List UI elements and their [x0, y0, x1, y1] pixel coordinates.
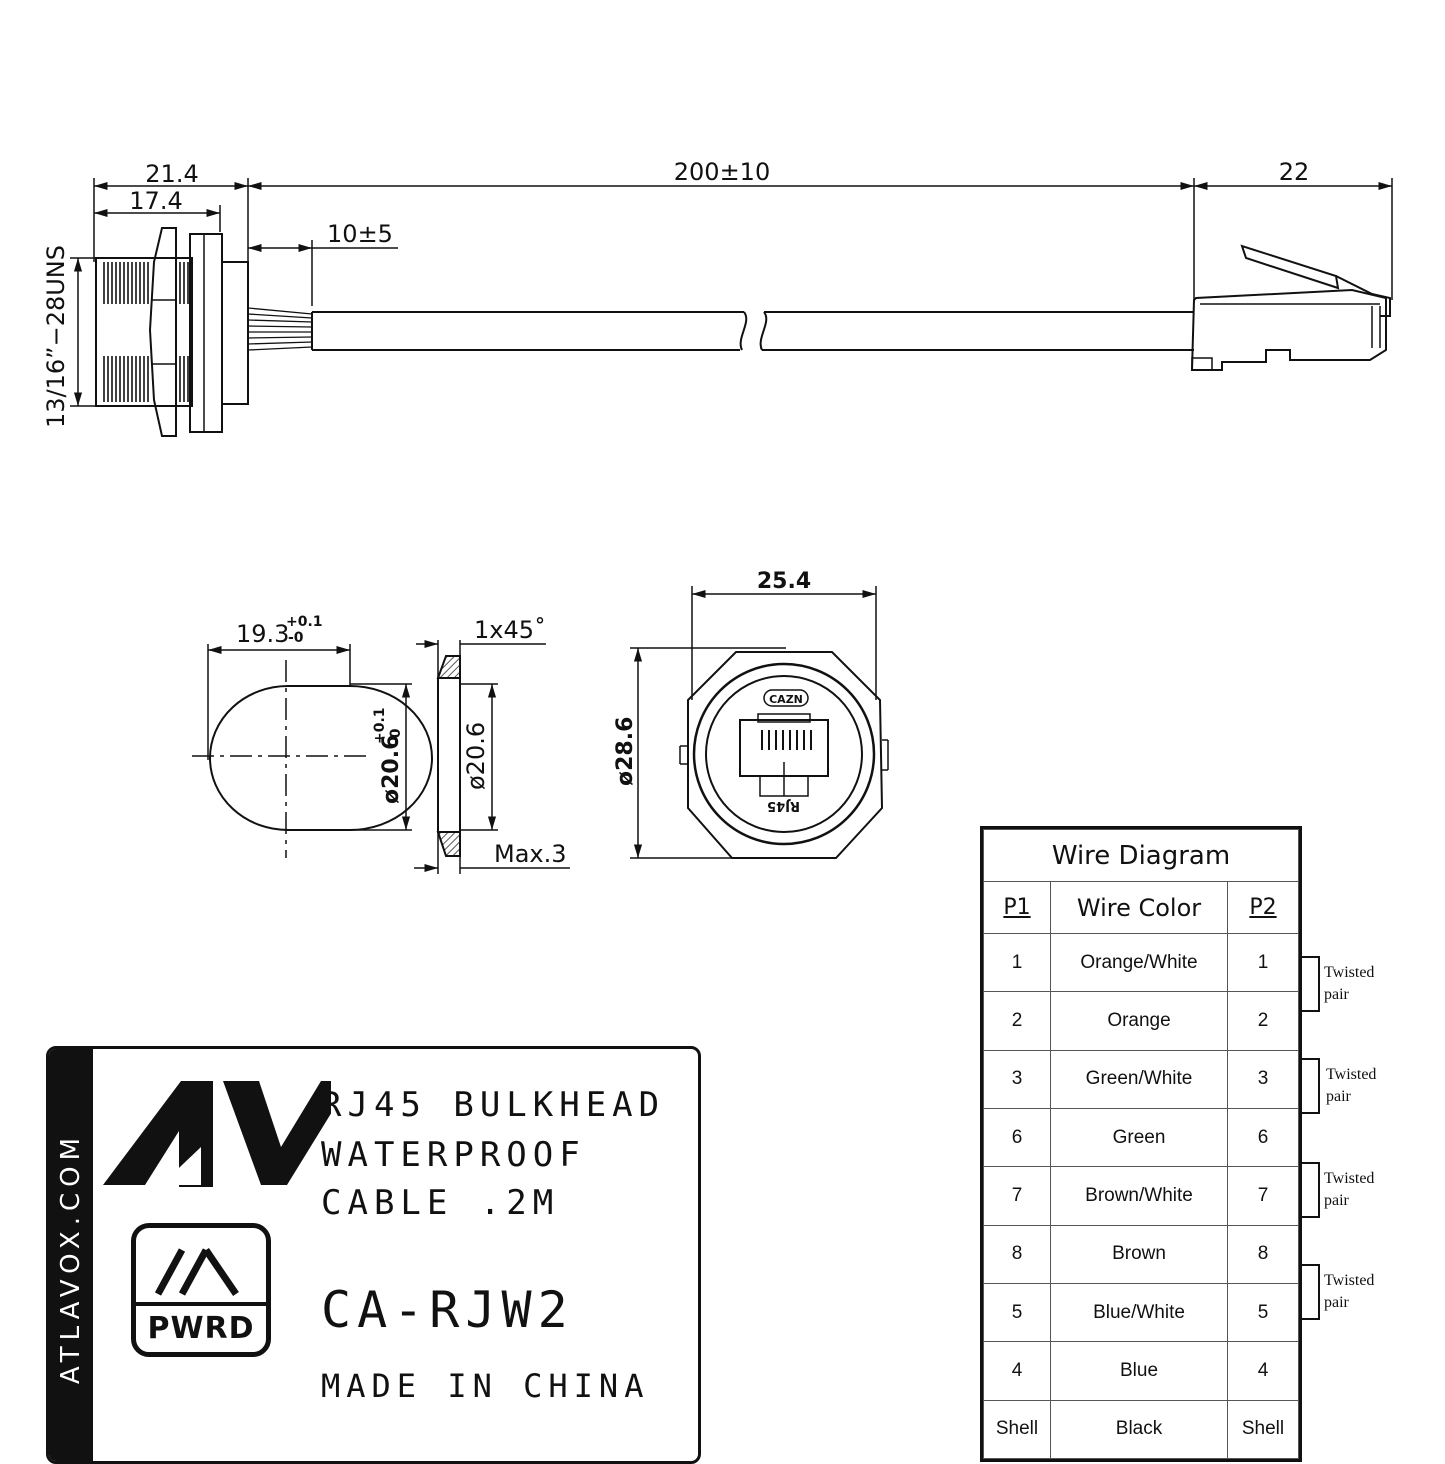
dim-front-width: 25.4	[757, 569, 811, 594]
pair-label-line2: pair	[1324, 1294, 1349, 1311]
panel-cutout: 19.3 +0.1 -0 ø20.6 +0.1 -0	[192, 614, 433, 858]
table-row: 8 Brown 8	[983, 1224, 1299, 1284]
row-p2: 7	[1227, 1166, 1299, 1226]
row-p2: 4	[1227, 1341, 1299, 1401]
row-color: Green	[1050, 1107, 1228, 1168]
pair-label: Twisted pair	[1324, 962, 1374, 1006]
table-row: 7 Brown/White 7	[983, 1166, 1299, 1226]
pair-label: Twisted pair	[1324, 1270, 1374, 1314]
row-color: Brown/White	[1050, 1166, 1228, 1226]
header-wire-color: Wire Color	[1050, 881, 1228, 934]
bulkhead-side-view	[95, 227, 313, 437]
dim-cutout-diameter: ø20.6	[379, 735, 404, 804]
dim-body-length: 17.4	[129, 187, 182, 215]
model-number: CA-RJW2	[321, 1281, 574, 1339]
table-row: Shell Black Shell	[983, 1399, 1299, 1460]
row-color: Blue	[1050, 1341, 1228, 1401]
pair-bracket	[1302, 1162, 1320, 1218]
pwrd-divider	[136, 1302, 266, 1306]
pair-label-line2: pair	[1326, 1088, 1351, 1105]
pair-bracket	[1302, 1058, 1320, 1114]
row-p2: 1	[1227, 932, 1299, 993]
pair-bracket	[1302, 1264, 1320, 1320]
row-color: Orange/White	[1050, 932, 1228, 993]
website-text: ATLAVOX.COM	[56, 1131, 86, 1385]
row-p1: 3	[983, 1049, 1051, 1109]
header-p2: P2	[1227, 881, 1299, 934]
table-row: 1 Orange/White 1	[983, 932, 1299, 993]
row-color: Brown	[1050, 1224, 1228, 1284]
table-row: 3 Green/White 3	[983, 1049, 1299, 1109]
dim-cutout-width: 19.3	[236, 620, 289, 648]
dim-front-height: ø28.6	[613, 717, 638, 786]
row-color: Black	[1050, 1399, 1228, 1460]
row-color: Blue/White	[1050, 1282, 1228, 1343]
pair-label-line2: pair	[1324, 1192, 1349, 1209]
row-color: Orange	[1050, 991, 1228, 1051]
pwrd-badge: PWRD	[131, 1223, 271, 1357]
gasket: 1x45˚ ø20.6 Max.3	[414, 616, 570, 874]
row-p2: 3	[1227, 1049, 1299, 1109]
row-p1: 6	[983, 1107, 1051, 1168]
front-logo: CAZN	[769, 693, 803, 706]
cable	[311, 311, 1194, 351]
dim-cutout-diameter-tol-upper: +0.1	[372, 707, 388, 744]
row-p1: 8	[983, 1224, 1051, 1284]
label-line2: WATERPROOF	[321, 1135, 586, 1175]
row-p1: 7	[983, 1166, 1051, 1226]
dim-overall-left: 21.4	[145, 160, 198, 188]
pwrd-mark-icon	[154, 1248, 239, 1296]
header-p1: P1	[983, 881, 1051, 934]
label-line3: CABLE .2M	[321, 1183, 560, 1223]
dim-cable-length: 200±10	[674, 158, 770, 186]
origin-text: MADE IN CHINA	[321, 1367, 650, 1405]
pair-label-line1: Twisted	[1324, 1170, 1375, 1187]
row-p2: 5	[1227, 1282, 1299, 1343]
row-p2: 8	[1227, 1224, 1299, 1284]
pair-label-line1: Twisted	[1324, 964, 1375, 981]
row-color: Green/White	[1050, 1049, 1228, 1109]
dim-cutout-width-tol-upper: +0.1	[286, 614, 323, 630]
dim-strip-length: 10±5	[327, 220, 393, 248]
row-p1: Shell	[983, 1399, 1051, 1460]
pair-label: Twisted pair	[1326, 1064, 1376, 1108]
dim-gasket-inner-diameter: ø20.6	[462, 722, 490, 790]
pair-bracket	[1302, 956, 1320, 1012]
dim-cutout-diameter-tol-lower: -0	[388, 728, 404, 744]
pair-label-line1: Twisted	[1326, 1066, 1377, 1083]
wire-diagram-title: Wire Diagram	[983, 829, 1299, 882]
label-line1: RJ45 BULKHEAD	[321, 1085, 666, 1125]
row-p2: 2	[1227, 991, 1299, 1051]
pair-label-line1: Twisted	[1324, 1272, 1375, 1289]
row-p1: 5	[983, 1282, 1051, 1343]
row-p1: 1	[983, 932, 1051, 993]
row-p2: Shell	[1227, 1399, 1299, 1460]
front-view: 25.4 ø28.6 CAZN RJ45	[613, 569, 889, 859]
label-side-strip: ATLAVOX.COM	[49, 1049, 93, 1461]
row-p1: 4	[983, 1341, 1051, 1401]
front-port-label: RJ45	[767, 798, 800, 813]
av-logo	[103, 1081, 331, 1187]
table-row: 2 Orange 2	[983, 991, 1299, 1051]
dim-thread: 13/16”−28UNS	[42, 245, 70, 428]
dim-cutout-width-tol-lower: -0	[288, 630, 304, 646]
thread-dimension: 13/16”−28UNS	[42, 245, 100, 428]
rj45-plug	[1190, 244, 1391, 371]
table-row: 5 Blue/White 5	[983, 1282, 1299, 1343]
dim-plug-length: 22	[1279, 158, 1310, 186]
table-row: 6 Green 6	[983, 1107, 1299, 1168]
table-row: 4 Blue 4	[983, 1341, 1299, 1401]
wire-diagram-table: Wire Diagram P1 Wire Color P2 1 Orange/W…	[980, 826, 1302, 1462]
row-p1: 2	[983, 991, 1051, 1051]
pair-label: Twisted pair	[1324, 1168, 1374, 1212]
dim-gasket-thickness: Max.3	[494, 840, 567, 868]
row-p2: 6	[1227, 1107, 1299, 1168]
product-label: ATLAVOX.COM RJ45 BULKHEAD WATERPROOF CAB…	[46, 1046, 701, 1464]
pwrd-text: PWRD	[147, 1311, 255, 1346]
top-dimensions: 21.4 17.4 200±10 22 10±5	[93, 158, 1393, 306]
dim-gasket-chamfer: 1x45˚	[474, 616, 546, 644]
pair-label-line2: pair	[1324, 986, 1349, 1003]
